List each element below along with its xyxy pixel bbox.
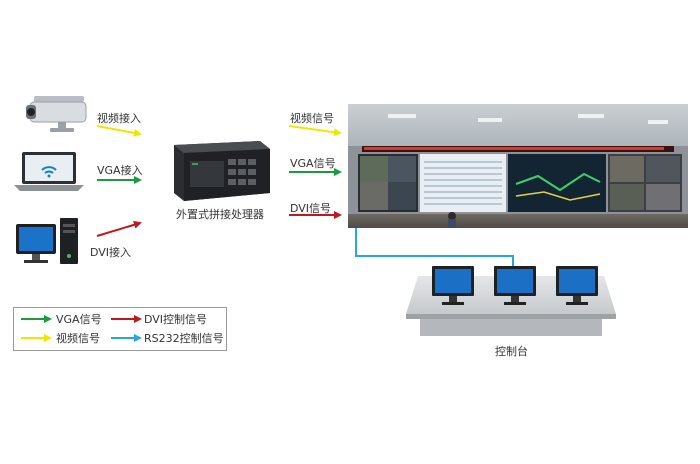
legend-vga-arrow bbox=[21, 315, 52, 323]
video-in-label: 视频接入 bbox=[97, 112, 141, 125]
console-label: 控制台 bbox=[495, 345, 528, 358]
vga-out-label: VGA信号 bbox=[290, 157, 336, 170]
monitor-middle bbox=[494, 266, 536, 305]
legend-video-label: 视频信号 bbox=[56, 332, 100, 345]
legend: VGA信号 DVI控制信号 视频信号 RS232控制信号 bbox=[13, 307, 227, 351]
video-in-arrow bbox=[96, 125, 142, 137]
legend-video-arrow bbox=[21, 334, 52, 342]
desktop-pc-icon bbox=[16, 218, 78, 264]
dvi-out-label: DVI信号 bbox=[290, 202, 332, 215]
legend-dvi-label: DVI控制信号 bbox=[144, 313, 208, 326]
vga-in-label: VGA接入 bbox=[97, 164, 143, 177]
monitor-right bbox=[556, 266, 598, 305]
laptop-icon bbox=[14, 152, 84, 191]
monitor-left bbox=[432, 266, 474, 305]
cctv-camera-icon bbox=[26, 96, 87, 132]
video-wall-photo bbox=[348, 104, 688, 228]
rs232-line bbox=[355, 228, 514, 268]
dvi-in-label: DVI接入 bbox=[90, 246, 132, 259]
video-out-arrow bbox=[288, 125, 342, 137]
legend-rs232-arrow bbox=[111, 334, 142, 342]
legend-rs232-label: RS232控制信号 bbox=[144, 332, 224, 345]
console-desk-icon bbox=[406, 266, 616, 336]
video-out-label: 视频信号 bbox=[290, 112, 334, 125]
splicing-processor-icon bbox=[174, 141, 270, 201]
dvi-in-arrow bbox=[96, 220, 142, 237]
legend-vga-label: VGA信号 bbox=[56, 313, 102, 326]
processor-label: 外置式拼接处理器 bbox=[176, 208, 264, 221]
legend-dvi-arrow bbox=[111, 315, 142, 323]
